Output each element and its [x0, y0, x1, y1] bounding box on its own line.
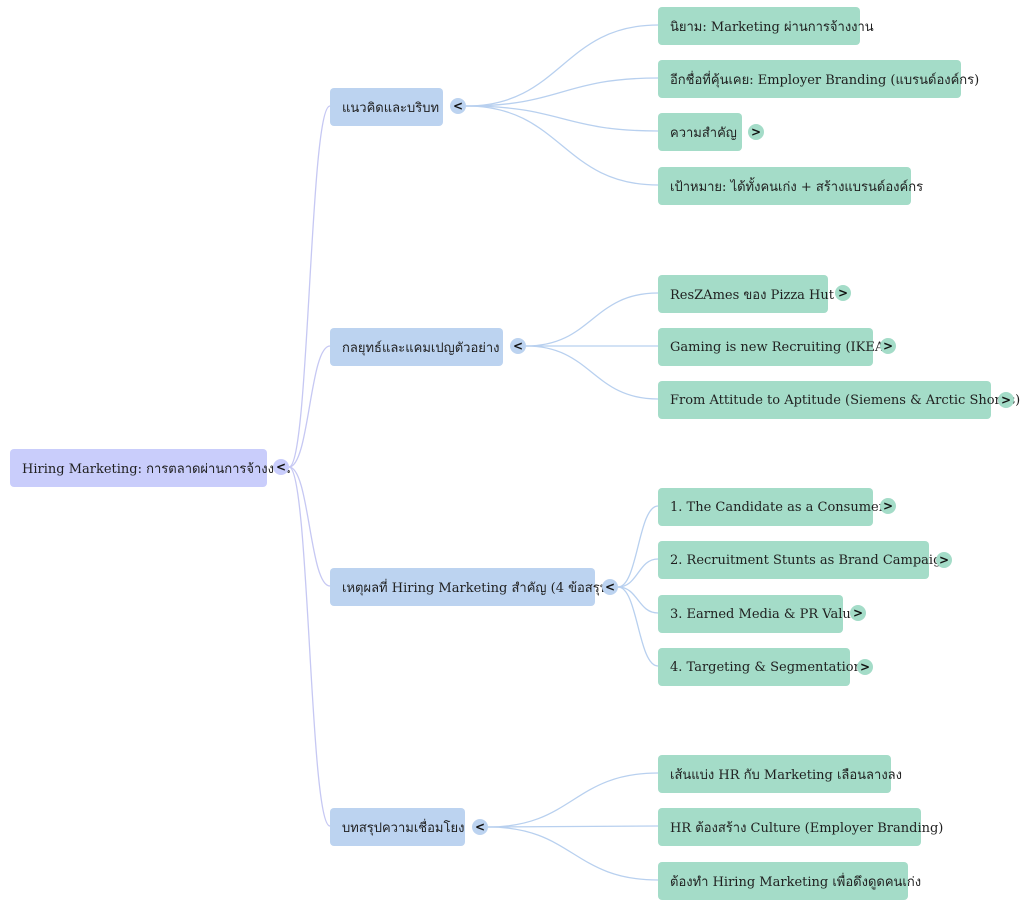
- root-node-label: Hiring Marketing: การตลาดผ่านการจ้างงาน: [22, 461, 291, 477]
- branch-node-strategy-campaigns[interactable]: กลยุทธ์และแคมเปญตัวอย่าง: [330, 328, 503, 366]
- leaf-node-label: เส้นแบ่ง HR กับ Marketing เลือนลางลง: [670, 767, 902, 783]
- branch-leaf-link: [617, 586, 659, 667]
- leaf-node-label: 4. Targeting & Segmentation: [670, 659, 862, 675]
- leaf-node-hr-culture[interactable]: HR ต้องสร้าง Culture (Employer Branding): [658, 808, 943, 846]
- leaf-node-label: 2. Recruitment Stunts as Brand Campaign: [670, 552, 950, 568]
- branch-leaf-link: [617, 586, 659, 614]
- branch-leaf-link: [487, 825, 659, 828]
- leaf-node-importance[interactable]: ความสำคัญ: [658, 113, 742, 151]
- root-collapse-toggle-icon[interactable]: <: [273, 459, 289, 475]
- leaf-node-label: ResZAmes ของ Pizza Hut: [670, 287, 834, 303]
- leaf-node-pizza-hut[interactable]: ResZAmes ของ Pizza Hut: [658, 275, 834, 313]
- branch-node-concept[interactable]: แนวคิดและบริบท: [330, 88, 443, 126]
- root-branch-link: [288, 345, 331, 468]
- branch-collapse-toggle-icon[interactable]: <: [510, 338, 526, 354]
- branch-leaf-link: [487, 772, 659, 828]
- leaf-expand-toggle-icon[interactable]: >: [998, 392, 1014, 408]
- branch-node-label: แนวคิดและบริบท: [342, 100, 440, 116]
- leaf-node-label: ความสำคัญ: [670, 125, 737, 141]
- leaf-node-ikea[interactable]: Gaming is new Recruiting (IKEA): [658, 328, 889, 366]
- branch-collapse-toggle-icon[interactable]: <: [472, 819, 488, 835]
- leaf-node-definition[interactable]: นิยาม: Marketing ผ่านการจ้างงาน: [658, 7, 874, 45]
- leaf-node-reason-2[interactable]: 2. Recruitment Stunts as Brand Campaign: [658, 541, 950, 579]
- root-branch-link: [288, 105, 331, 468]
- leaf-node-reason-3[interactable]: 3. Earned Media & PR Value: [658, 595, 858, 633]
- branch-leaf-link: [525, 345, 659, 400]
- leaf-node-employer-branding[interactable]: อีกชื่อที่คุ้นเคย: Employer Branding (แบ…: [658, 60, 979, 98]
- leaf-node-label: ต้องทำ Hiring Marketing เพื่อดึงดูดคนเก่…: [670, 874, 922, 890]
- leaf-node-label: Gaming is new Recruiting (IKEA): [670, 339, 890, 355]
- leaf-expand-toggle-icon[interactable]: >: [748, 124, 764, 140]
- leaf-node-label: 1. The Candidate as a Consumer: [670, 499, 885, 515]
- branch-collapse-toggle-icon[interactable]: <: [602, 579, 618, 595]
- branch-leaf-link: [525, 292, 659, 347]
- branch-collapse-toggle-icon[interactable]: <: [450, 98, 466, 114]
- branch-leaf-link: [465, 105, 659, 186]
- leaf-node-reason-1[interactable]: 1. The Candidate as a Consumer: [658, 488, 885, 526]
- branch-node-label: เหตุผลที่ Hiring Marketing สำคัญ (4 ข้อส…: [342, 580, 614, 596]
- root-branch-link: [288, 466, 331, 587]
- leaf-node-label: อีกชื่อที่คุ้นเคย: Employer Branding (แบ…: [670, 72, 980, 88]
- leaf-node-label: เป้าหมาย: ได้ทั้งคนเก่ง + สร้างแบรนด์องค…: [670, 179, 924, 195]
- leaf-expand-toggle-icon[interactable]: >: [835, 285, 851, 301]
- branch-node-conclusion[interactable]: บทสรุปความเชื่อมโยง: [330, 808, 465, 846]
- leaf-node-label: From Attitude to Aptitude (Siemens & Arc…: [670, 392, 1021, 408]
- branch-leaf-link: [465, 24, 659, 107]
- branch-node-reasons[interactable]: เหตุผลที่ Hiring Marketing สำคัญ (4 ข้อส…: [330, 568, 613, 606]
- branch-leaf-link: [487, 826, 659, 881]
- branch-leaf-link: [465, 77, 659, 107]
- leaf-expand-toggle-icon[interactable]: >: [850, 605, 866, 621]
- root-branch-link: [288, 466, 331, 827]
- branch-node-label: กลยุทธ์และแคมเปญตัวอย่าง: [342, 340, 500, 356]
- leaf-node-reason-4[interactable]: 4. Targeting & Segmentation: [658, 648, 862, 686]
- leaf-expand-toggle-icon[interactable]: >: [857, 659, 873, 675]
- leaf-node-hr-marketing-blur[interactable]: เส้นแบ่ง HR กับ Marketing เลือนลางลง: [658, 755, 902, 793]
- branch-leaf-link: [617, 558, 659, 588]
- root-node[interactable]: Hiring Marketing: การตลาดผ่านการจ้างงาน: [10, 449, 290, 487]
- leaf-node-label: HR ต้องสร้าง Culture (Employer Branding): [670, 820, 944, 836]
- leaf-node-goal[interactable]: เป้าหมาย: ได้ทั้งคนเก่ง + สร้างแบรนด์องค…: [658, 167, 923, 205]
- leaf-expand-toggle-icon[interactable]: >: [936, 552, 952, 568]
- branch-leaf-link: [617, 505, 659, 588]
- branch-leaf-link: [465, 105, 659, 132]
- leaf-node-attract-talent[interactable]: ต้องทำ Hiring Marketing เพื่อดึงดูดคนเก่…: [658, 862, 921, 900]
- branch-node-label: บทสรุปความเชื่อมโยง: [342, 820, 465, 836]
- leaf-node-label: นิยาม: Marketing ผ่านการจ้างงาน: [670, 19, 874, 35]
- leaf-expand-toggle-icon[interactable]: >: [880, 498, 896, 514]
- leaf-node-label: 3. Earned Media & PR Value: [670, 606, 859, 622]
- leaf-expand-toggle-icon[interactable]: >: [880, 338, 896, 354]
- leaf-node-siemens[interactable]: From Attitude to Aptitude (Siemens & Arc…: [658, 381, 1020, 419]
